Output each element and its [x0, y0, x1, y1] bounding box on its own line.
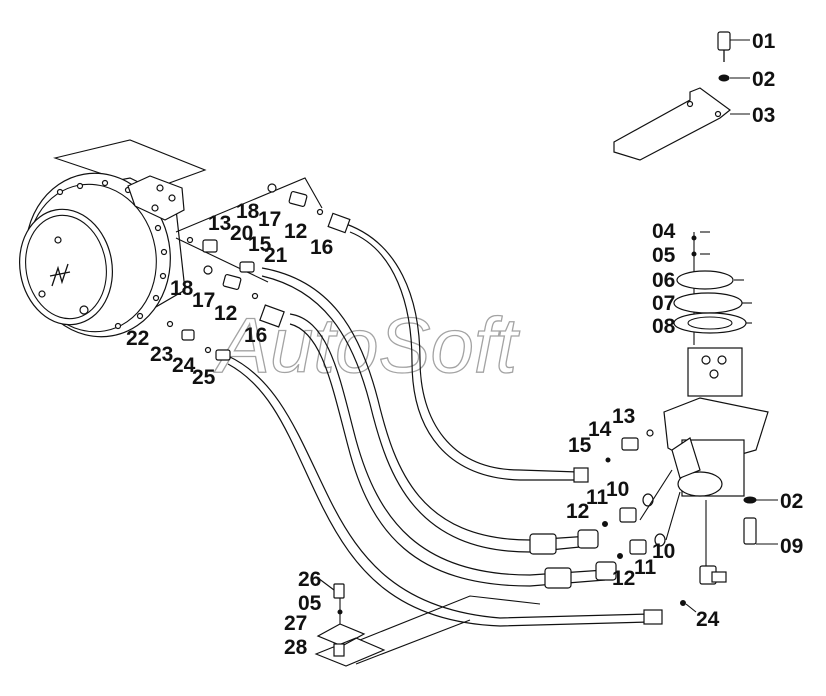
part-label: 02 [780, 490, 803, 513]
part-labels: 01 02 03 04 05 06 07 08 13 14 15 10 11 1… [126, 30, 803, 659]
part-label: 02 [752, 68, 775, 91]
cover-bracket [613, 31, 731, 161]
swivel-fittings [602, 429, 686, 606]
part-label: 16 [310, 236, 333, 259]
part-label: 26 [298, 568, 321, 591]
clamp-plate-icon [316, 623, 366, 647]
travel-motor [18, 139, 207, 338]
cover-ring-icon [673, 292, 743, 314]
cover-plug-icon [79, 305, 89, 315]
part-label: 11 [634, 556, 657, 579]
part-label: 07 [652, 292, 675, 315]
part-label: 10 [652, 540, 675, 563]
part-label: 20 [230, 222, 253, 245]
part-label: 18 [236, 200, 260, 223]
part-label: 12 [612, 567, 635, 590]
part-label: 12 [566, 500, 589, 523]
part-label: 24 [696, 608, 720, 631]
part-label: 18 [170, 277, 194, 300]
bolt-icon [333, 583, 345, 599]
part-label: 03 [752, 104, 775, 127]
hose-sleeve [544, 567, 572, 589]
part-label: 06 [652, 269, 675, 292]
washer-icon [718, 74, 730, 82]
part-label: 17 [258, 208, 281, 231]
cover-bolt-icon [54, 236, 62, 244]
part-label: 23 [150, 343, 173, 366]
part-label: 04 [652, 220, 676, 243]
part-label: 24 [172, 354, 196, 377]
hose-4 [227, 355, 651, 619]
plate-icon [613, 87, 731, 161]
part-label: 17 [192, 289, 215, 312]
washer-icon [743, 496, 757, 504]
bolt-icon [743, 517, 757, 545]
part-label: 15 [568, 434, 592, 457]
part-label: 27 [284, 612, 307, 635]
seal-ring-icon [673, 312, 747, 334]
clamp-ring-icon [676, 270, 734, 290]
part-label: 05 [298, 592, 322, 615]
motor-valve-block [127, 175, 185, 221]
bolt-icon [717, 31, 731, 51]
part-label: 05 [652, 244, 676, 267]
motor-fittings [166, 177, 324, 361]
motor-logo-icon [49, 263, 71, 287]
hose-1 [339, 221, 579, 473]
cover-bolt-icon [38, 290, 46, 298]
part-label: 01 [752, 30, 776, 53]
part-label: 12 [284, 220, 307, 243]
hose-3 [289, 313, 606, 576]
swivel-joint [663, 232, 769, 585]
hose-clamp [314, 583, 541, 667]
motor-cover-rim [25, 214, 107, 320]
part-label: 25 [192, 366, 216, 389]
hose-fittings [259, 212, 663, 625]
part-label: 21 [264, 244, 288, 267]
hose-2 [261, 267, 591, 541]
leader-lines [317, 39, 778, 613]
hose-sleeve [529, 533, 557, 555]
part-label: 08 [652, 315, 676, 338]
part-label: 15 [248, 233, 272, 256]
nut-icon [333, 643, 345, 657]
part-label: 16 [244, 324, 267, 347]
part-label: 22 [126, 327, 149, 350]
part-label: 13 [208, 212, 231, 235]
part-label: 12 [214, 302, 237, 325]
part-label: 14 [588, 418, 612, 441]
hoses [227, 221, 651, 627]
part-label: 09 [780, 535, 803, 558]
part-label: 10 [606, 478, 629, 501]
part-label: 11 [586, 486, 609, 509]
part-label: 28 [284, 636, 308, 659]
swivel-lug [671, 437, 701, 479]
part-label: 13 [612, 405, 635, 428]
